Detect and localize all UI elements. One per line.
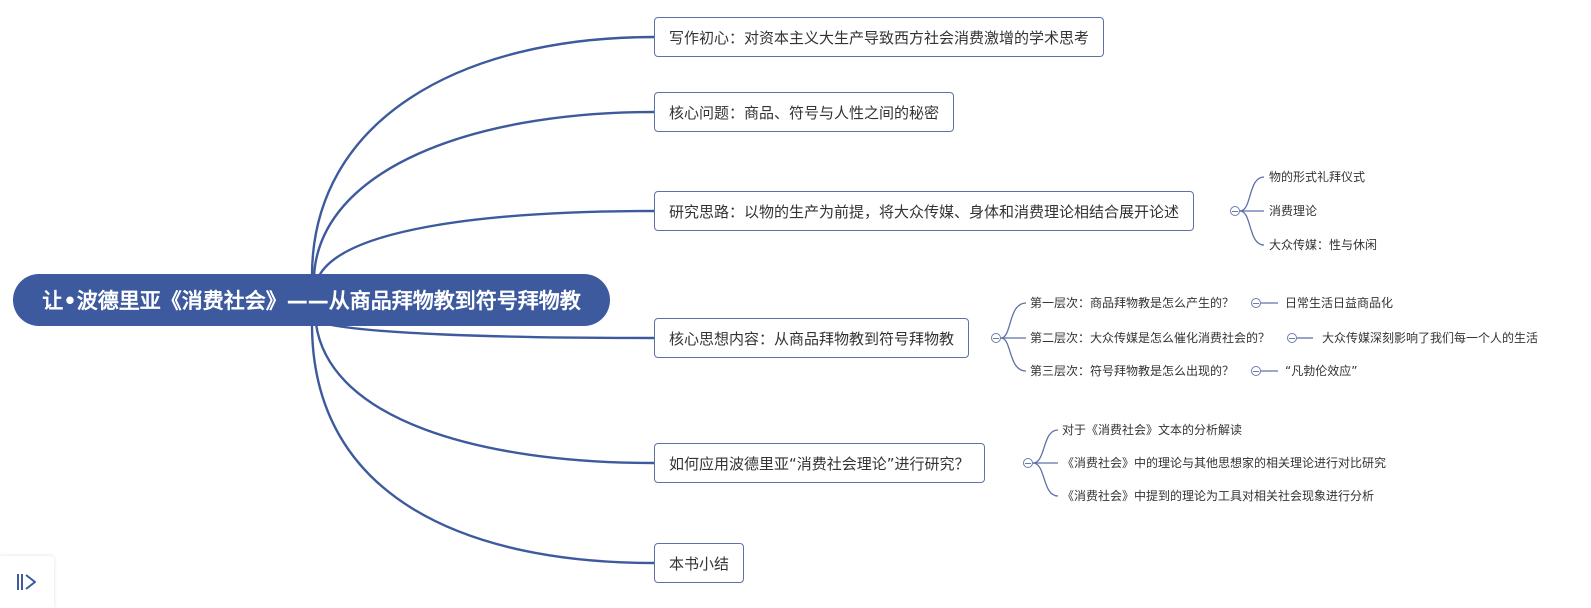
branch-writing-intent[interactable]: 写作初心：对资本主义大生产导致西方社会消费激增的学术思考 bbox=[654, 17, 1105, 57]
collapse-minus-icon[interactable] bbox=[1023, 458, 1033, 468]
connector-b3-l3 bbox=[1239, 210, 1265, 246]
connector-root-b2 bbox=[312, 110, 656, 278]
leaf-topic[interactable]: 第一层次：商品拜物教是怎么产生的？ bbox=[1030, 296, 1235, 310]
connector-root-b6 bbox=[310, 322, 656, 565]
sidebar-expand-icon bbox=[17, 574, 36, 590]
leaf-topic[interactable]: 第二层次：大众传媒是怎么催化消费社会的？ bbox=[1030, 331, 1271, 345]
connector-b4-l1 bbox=[1000, 302, 1027, 339]
leaf-topic[interactable]: 物的形式礼拜仪式 bbox=[1269, 170, 1366, 184]
branch-label: 写作初心：对资本主义大生产导致西方社会消费激增的学术思考 bbox=[669, 28, 1090, 47]
leaf-topic[interactable]: 大众传媒：性与休闲 bbox=[1269, 238, 1378, 252]
branch-core-content[interactable]: 核心思想内容：从商品拜物教到符号拜物教 bbox=[654, 318, 970, 358]
connector-root-b5 bbox=[314, 322, 656, 465]
leaf-topic[interactable]: 消费理论 bbox=[1269, 204, 1318, 218]
branch-label: 本书小结 bbox=[669, 554, 730, 573]
collapse-minus-icon[interactable] bbox=[1251, 298, 1261, 308]
connector-root-b1 bbox=[310, 35, 656, 278]
connector-b5-l3 bbox=[1032, 462, 1059, 497]
branch-how-to-apply[interactable]: 如何应用波德里亚“消费社会理论”进行研究？ bbox=[654, 443, 985, 483]
collapse-minus-icon[interactable] bbox=[991, 333, 1001, 343]
leaf-subtopic[interactable]: “凡勃伦效应” bbox=[1285, 364, 1358, 378]
branch-research-approach[interactable]: 研究思路：以物的生产为前提，将大众传媒、身体和消费理论相结合展开论述 bbox=[654, 191, 1195, 231]
branch-label: 核心思想内容：从商品拜物教到符号拜物教 bbox=[669, 329, 955, 348]
connector-root-b3 bbox=[316, 209, 656, 280]
branch-summary[interactable]: 本书小结 bbox=[654, 543, 745, 583]
connector-root-b4 bbox=[316, 320, 656, 340]
collapse-minus-icon[interactable] bbox=[1287, 333, 1297, 343]
collapse-minus-icon[interactable] bbox=[1251, 366, 1261, 376]
connector-b3-l1 bbox=[1239, 176, 1265, 212]
branch-label: 研究思路：以物的生产为前提，将大众传媒、身体和消费理论相结合展开论述 bbox=[669, 202, 1180, 221]
sidebar-toggle-button[interactable] bbox=[0, 556, 54, 608]
leaf-topic[interactable]: 对于《消费社会》文本的分析解读 bbox=[1062, 423, 1243, 437]
branch-label: 核心问题：商品、符号与人性之间的秘密 bbox=[669, 103, 940, 122]
root-topic[interactable]: 让•波德里亚《消费社会》——从商品拜物教到符号拜物教 bbox=[13, 274, 610, 326]
collapse-minus-icon[interactable] bbox=[1230, 206, 1240, 216]
leaf-topic[interactable]: 第三层次：符号拜物教是怎么出现的？ bbox=[1030, 364, 1235, 378]
branch-label: 如何应用波德里亚“消费社会理论”进行研究？ bbox=[669, 454, 970, 473]
branch-core-question[interactable]: 核心问题：商品、符号与人性之间的秘密 bbox=[654, 92, 955, 132]
connector-b5-l1 bbox=[1032, 429, 1059, 464]
leaf-subtopic[interactable]: 日常生活日益商品化 bbox=[1285, 296, 1394, 310]
connector-b4-l3 bbox=[1000, 337, 1027, 372]
leaf-topic[interactable]: 《消费社会》中提到的理论为工具对相关社会现象进行分析 bbox=[1062, 489, 1375, 503]
leaf-subtopic[interactable]: 大众传媒深刻影响了我们每一个人的生活 bbox=[1322, 331, 1539, 345]
root-topic-label: 让•波德里亚《消费社会》——从商品拜物教到符号拜物教 bbox=[42, 289, 581, 313]
leaf-topic[interactable]: 《消费社会》中的理论与其他思想家的相关理论进行对比研究 bbox=[1062, 456, 1387, 470]
